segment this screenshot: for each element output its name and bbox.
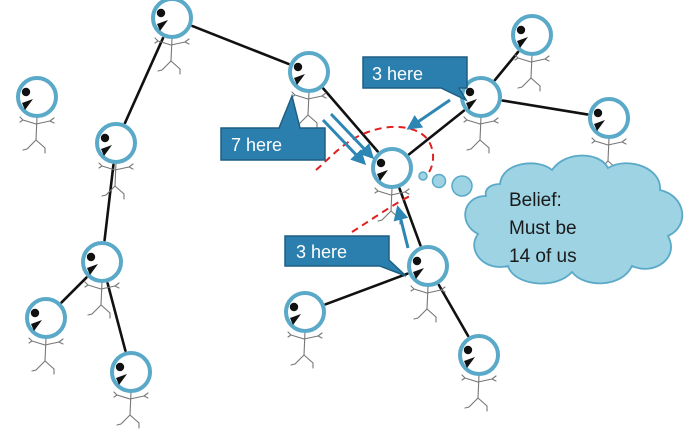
network-edge	[191, 24, 290, 66]
network-edge	[106, 281, 127, 353]
callout-bottom-label: 3 here	[296, 242, 347, 262]
network-edge	[501, 99, 589, 116]
network-edge	[437, 283, 470, 338]
network-edge	[493, 50, 520, 82]
thought-bubble-icon: Belief: Must be 14 of us	[418, 154, 684, 285]
message-arrow-icon	[393, 205, 410, 249]
network-edge	[123, 36, 165, 125]
network-edge	[398, 187, 422, 247]
stick-figure-icon	[407, 245, 449, 323]
stick-figure-icon	[460, 76, 502, 154]
callout-bottom: 3 here	[284, 235, 407, 277]
stick-figure-icon	[110, 351, 152, 429]
network-edge	[60, 276, 88, 304]
stick-figure-icon	[16, 76, 58, 154]
callout-left: 7 here	[220, 93, 326, 161]
stick-figure-icon	[458, 334, 500, 412]
callout-top-right-label: 3 here	[372, 64, 423, 84]
stick-figure-icon	[588, 97, 630, 175]
stick-figure-icon	[151, 0, 193, 75]
network-edge	[324, 272, 409, 306]
stick-figure-icon	[25, 297, 67, 375]
belief-line-3: 14 of us	[509, 246, 577, 267]
stick-figure-icon	[371, 147, 413, 225]
network-edges	[60, 24, 589, 353]
network-edge	[103, 163, 115, 242]
belief-line-2: Must be	[509, 218, 577, 239]
stick-figure-icon	[288, 51, 330, 129]
people-group	[16, 0, 630, 429]
dashed-boundary-lower	[351, 195, 411, 233]
stick-figure-icon	[95, 122, 137, 200]
network-edge	[322, 87, 379, 153]
message-arrow-icon	[321, 112, 375, 166]
network-edge	[407, 109, 466, 156]
stick-figure-icon	[284, 291, 326, 369]
stick-figure-icon	[511, 14, 553, 92]
message-arrow-icon	[406, 98, 451, 130]
dashed-boundary	[315, 125, 434, 177]
callout-top-right: 3 here	[362, 56, 468, 102]
callout-left-label: 7 here	[231, 135, 282, 155]
stick-figure-icon	[81, 241, 123, 319]
belief-line-1: Belief:	[509, 190, 562, 211]
